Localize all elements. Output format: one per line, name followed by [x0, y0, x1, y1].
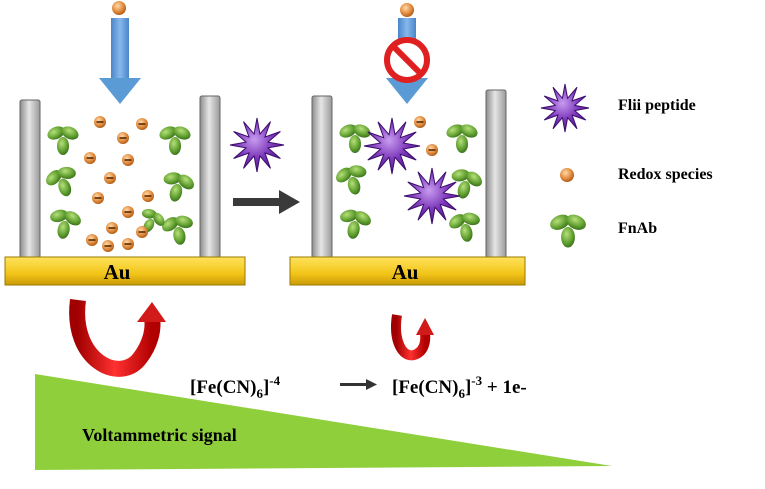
legend-flii-peptide-label: Flii peptide [618, 97, 696, 114]
redox-species-icon [426, 144, 438, 156]
legend-fnab-icon [550, 214, 586, 248]
left-sensor: Au [4, 1, 246, 377]
left-current-curve-icon [69, 298, 166, 377]
right-pillar-2 [485, 89, 507, 259]
redox-species-icon [106, 222, 118, 234]
fnab-icon [339, 124, 371, 153]
left-redox-arrow [99, 18, 141, 104]
redox-equation: [Fe(CN)6]-4 [Fe(CN)6]-3 + 1e- [190, 373, 527, 401]
legend: Flii peptide Redox species FnAb [540, 83, 713, 248]
fnab-icon [446, 124, 478, 153]
signal-label: Voltammetric signal [82, 425, 237, 445]
fnab-icon [46, 166, 76, 197]
legend-flii-peptide-icon [540, 83, 590, 133]
redox-species-icon [414, 116, 426, 128]
redox-species-icon [136, 226, 148, 238]
left-electrode-label: Au [104, 260, 131, 284]
redox-species-icon [104, 172, 116, 184]
fnab-icon [550, 214, 586, 248]
legend-redox-species-label: Redox species [618, 166, 713, 183]
redox-species-icon [122, 238, 134, 250]
equation-product: [Fe(CN)6]-3 + 1e- [392, 373, 527, 401]
redox-species-icon [86, 234, 98, 246]
fnab-icon [449, 212, 480, 242]
right-redox-group [414, 116, 438, 156]
blocked-icon [384, 37, 430, 83]
left-pillar-2 [199, 95, 221, 259]
flii-peptide-icon [403, 167, 461, 225]
fnab-icon [451, 169, 482, 199]
left-gold-electrode [4, 256, 246, 286]
redox-species-icon [84, 152, 96, 164]
redox-species-icon [117, 132, 129, 144]
redox-species-icon [102, 240, 114, 252]
flii-peptide-icon [229, 117, 285, 173]
redox-species-icon [400, 3, 414, 17]
fnab-icon [159, 126, 191, 155]
right-pillar-1 [311, 95, 333, 259]
equation-reactant: [Fe(CN)6]-4 [190, 373, 281, 401]
fnab-icon [162, 215, 193, 245]
fnab-icon [336, 165, 367, 195]
equation-arrow [340, 379, 377, 390]
redox-species-icon [94, 116, 106, 128]
fnab-icon [50, 209, 81, 239]
right-antibody-group [336, 124, 482, 242]
fnab-icon [163, 172, 194, 202]
legend-redox-species-icon [560, 168, 574, 182]
right-electrode-label: Au [392, 260, 419, 284]
fnab-icon [47, 126, 79, 155]
redox-species-icon [112, 1, 126, 15]
right-sensor: Au [289, 3, 526, 361]
right-gold-electrode [289, 256, 526, 286]
legend-fnab-label: FnAb [618, 220, 657, 237]
left-pillar-1 [19, 99, 41, 259]
signal-wedge [35, 374, 612, 470]
redox-species-icon [92, 192, 104, 204]
right-current-curve-icon [391, 314, 434, 361]
left-redox-group [84, 116, 154, 252]
right-peptide-group [363, 117, 461, 225]
redox-species-icon [122, 154, 134, 166]
flii-peptide-icon [229, 117, 285, 173]
flii-peptide-icon [363, 117, 421, 175]
flii-peptide-icon [540, 83, 590, 133]
fnab-icon [340, 209, 371, 239]
redox-species-icon [136, 118, 148, 130]
transition-arrow [233, 190, 300, 214]
redox-species-icon [142, 190, 154, 202]
redox-species-icon [122, 206, 134, 218]
